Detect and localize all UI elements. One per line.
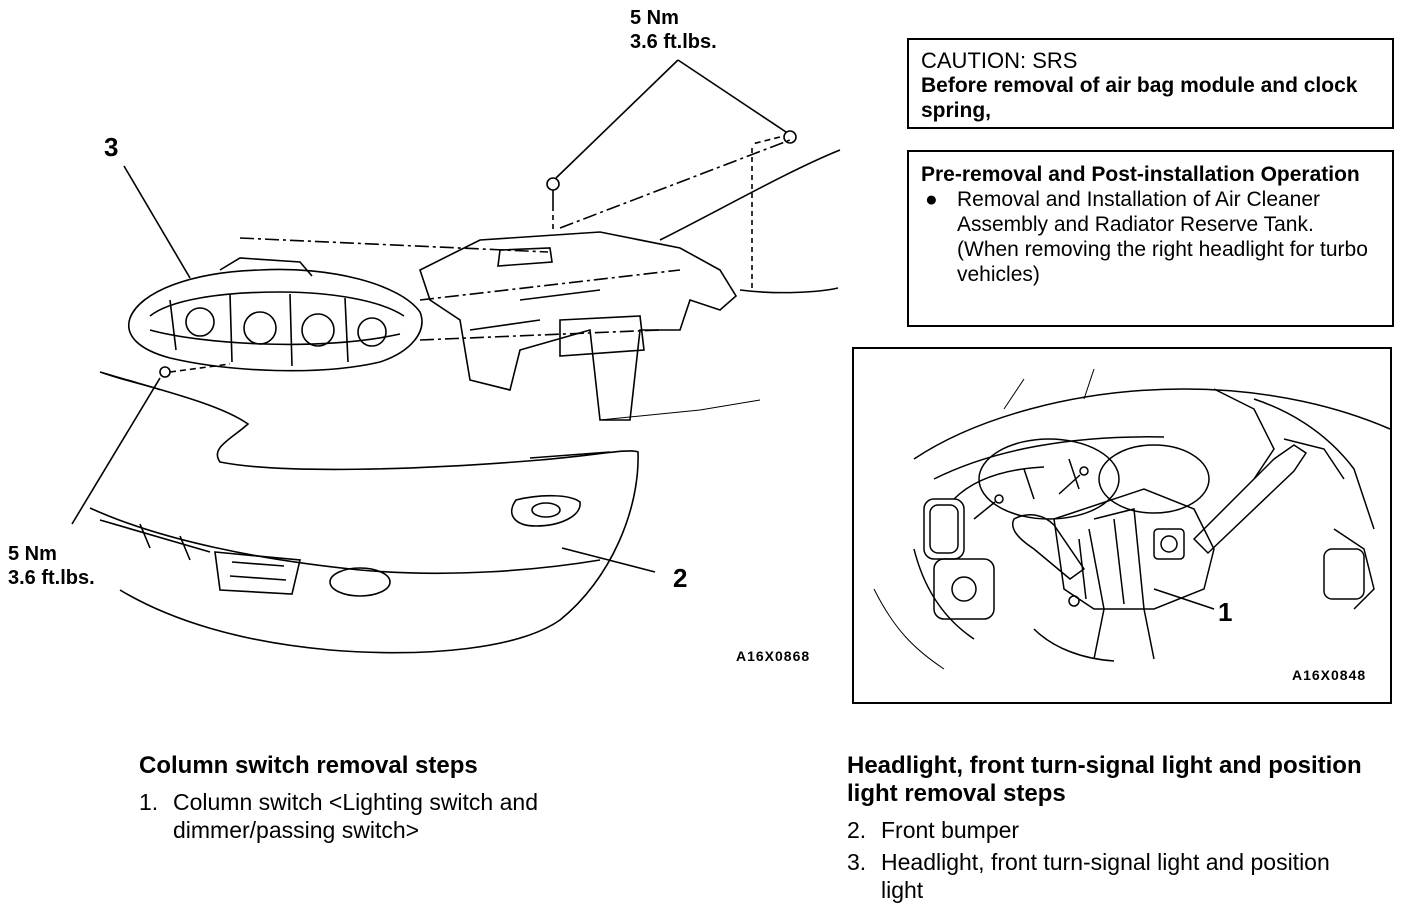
bolt-top-right (783, 130, 797, 144)
torque-top-nm: 5 Nm (630, 7, 679, 29)
callout-2: 2 (673, 563, 688, 593)
column-switch-figure: 1 A16X0848 (852, 347, 1392, 704)
operation-title: Pre-removal and Post-installation Operat… (921, 163, 1360, 186)
step-text: Front bumper (881, 817, 1020, 843)
torque-label-left: 5 Nm 3.6 ft.lbs. (8, 542, 95, 590)
step-item: 2. Front bumper (847, 816, 1413, 844)
column-switch-steps: Column switch removal steps 1. Column sw… (139, 752, 699, 844)
caution-title: CAUTION: SRS (921, 48, 1078, 73)
step-text: Column switch <Lighting switch and dimme… (173, 789, 538, 843)
caution-box: CAUTION: SRS Before removal of air bag m… (907, 38, 1394, 129)
operation-item: ● Removal and Installation of Air Cleane… (921, 187, 1380, 287)
column-switch-heading: Column switch removal steps (139, 752, 478, 779)
operation-item-text: Removal and Installation of Air Cleaner … (957, 188, 1368, 286)
torque-top-ftlbs: 3.6 ft.lbs. (630, 31, 717, 53)
leader-callout-3 (123, 165, 191, 279)
headlight-heading: Headlight, front turn-signal light and p… (847, 752, 1362, 807)
step-number: 3. (847, 849, 867, 875)
leader-torque-top-a (555, 59, 679, 179)
caution-text: Before removal of air bag module and clo… (921, 74, 1358, 122)
figure-id-right: A16X0848 (1292, 667, 1367, 683)
callout-1: 1 (1218, 597, 1233, 627)
leader-callout-2 (561, 547, 656, 573)
step-item: 1. Column switch <Lighting switch and di… (139, 788, 699, 844)
figure-id-left: A16X0868 (736, 648, 811, 664)
torque-left-ftlbs: 3.6 ft.lbs. (8, 567, 95, 589)
bolt-top-left (546, 177, 560, 191)
leader-torque-top-b (677, 59, 787, 133)
step-item: 3. Headlight, front turn-signal light an… (847, 848, 1347, 904)
callout-3: 3 (104, 132, 119, 162)
leader-torque-left (71, 377, 161, 525)
leader-callout-1 (1153, 588, 1215, 610)
step-number: 1. (139, 789, 159, 815)
bullet-icon: ● (925, 188, 938, 211)
operation-box: Pre-removal and Post-installation Operat… (907, 150, 1394, 327)
step-number: 2. (847, 817, 867, 843)
column-switch-illustration (873, 368, 1390, 670)
front-bumper-outline (99, 371, 639, 654)
step-text: Headlight, front turn-signal light and p… (881, 849, 1330, 903)
torque-left-nm: 5 Nm (8, 543, 57, 565)
headlight-steps: Headlight, front turn-signal light and p… (847, 752, 1413, 904)
headlight-bumper-illustration (71, 59, 841, 654)
bolt-lower (159, 366, 171, 378)
torque-label-top: 5 Nm 3.6 ft.lbs. (630, 6, 717, 54)
headlight-outline (128, 268, 423, 372)
